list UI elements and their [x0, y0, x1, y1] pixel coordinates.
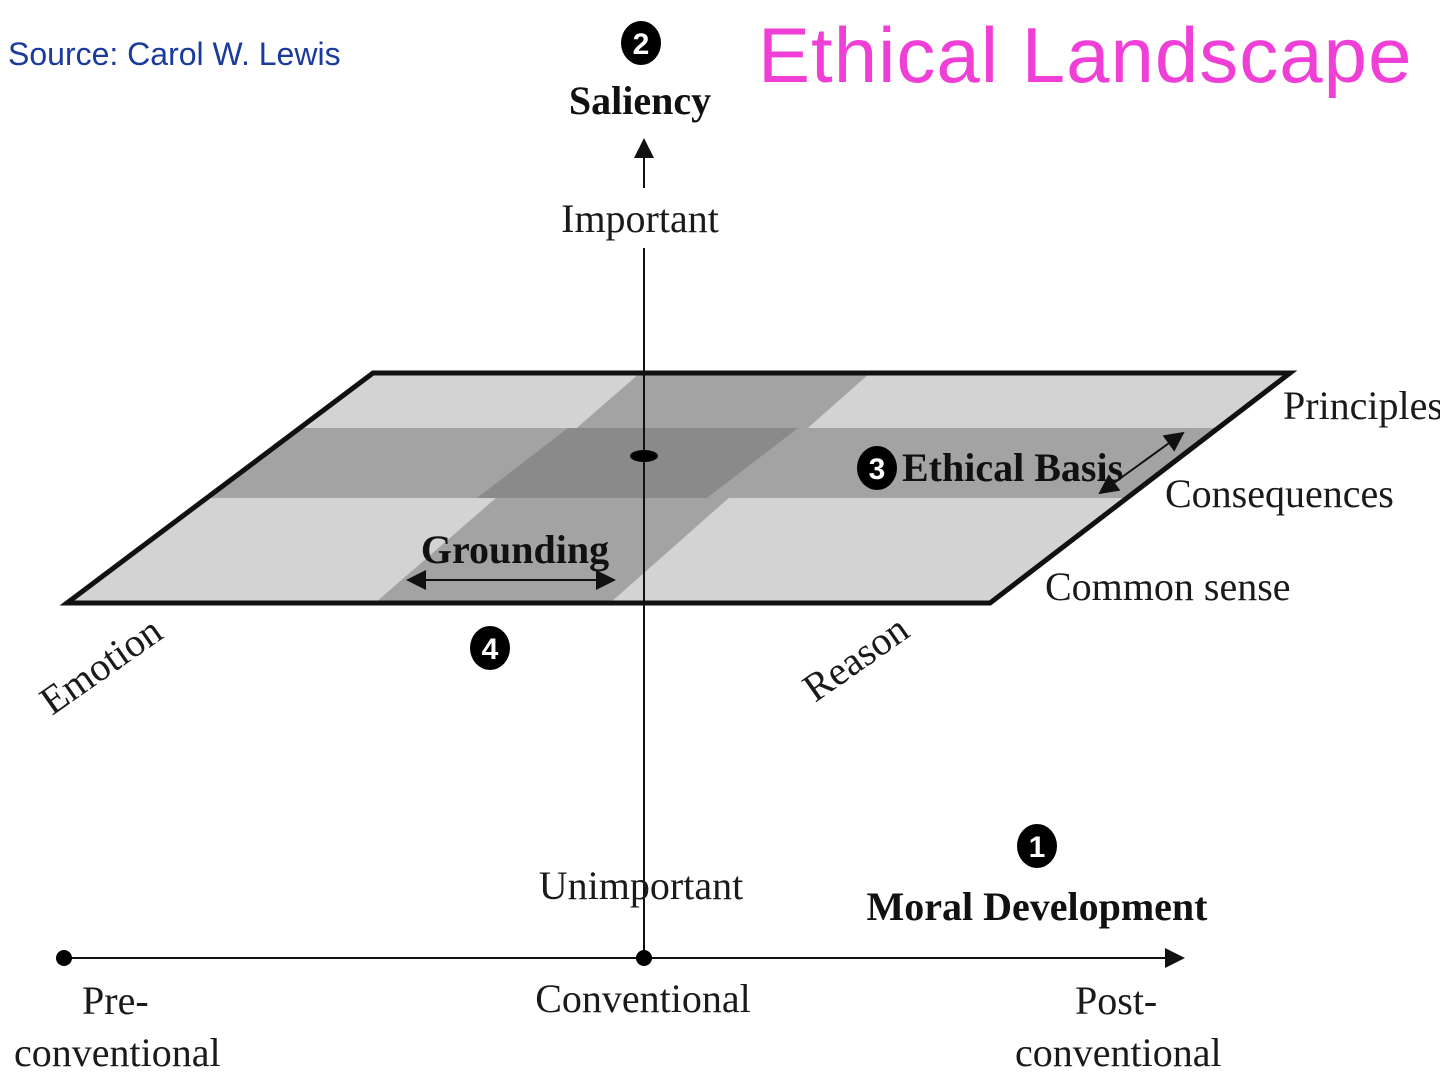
- ethical-plane: [59, 370, 1298, 606]
- svg-text:1: 1: [1029, 831, 1046, 864]
- conventional-dot: [636, 950, 652, 966]
- moral-development-axis: [56, 948, 1185, 968]
- ethical-basis-badge: 3: [857, 446, 897, 490]
- saliency-label: Saliency: [569, 78, 711, 123]
- saliency-badge: 2: [621, 21, 661, 65]
- plane-center-dot: [630, 450, 658, 462]
- level-common-sense: Common sense: [1045, 564, 1291, 609]
- saliency-axis: [630, 138, 658, 958]
- important-label: Important: [561, 196, 719, 241]
- level-consequences: Consequences: [1165, 471, 1394, 516]
- moral-development-badge: 1: [1017, 824, 1057, 868]
- source-credit: Source: Carol W. Lewis: [8, 36, 341, 72]
- emotion-label: Emotion: [31, 607, 170, 723]
- grounding-badge: 4: [470, 626, 510, 670]
- preconventional-line1: Pre-: [82, 978, 149, 1023]
- postconventional-line1: Post-: [1075, 978, 1157, 1023]
- page-title: Ethical Landscape: [758, 11, 1413, 99]
- conventional-label: Conventional: [535, 976, 751, 1021]
- reason-label: Reason: [794, 606, 916, 710]
- band-overlap: [477, 428, 798, 498]
- level-principles: Principles: [1283, 383, 1440, 428]
- preconventional-line2: conventional: [14, 1030, 221, 1075]
- svg-text:3: 3: [869, 453, 886, 486]
- postconventional-line2: conventional: [1015, 1030, 1222, 1075]
- grounding-label: Grounding: [421, 527, 609, 572]
- preconventional-dot: [56, 950, 72, 966]
- moral-development-label: Moral Development: [866, 884, 1208, 929]
- ethical-basis-label: Ethical Basis: [902, 445, 1123, 490]
- svg-text:2: 2: [633, 28, 650, 61]
- unimportant-label: Unimportant: [539, 863, 743, 908]
- ethical-basis-arrow: [1098, 431, 1185, 495]
- svg-text:4: 4: [482, 633, 499, 666]
